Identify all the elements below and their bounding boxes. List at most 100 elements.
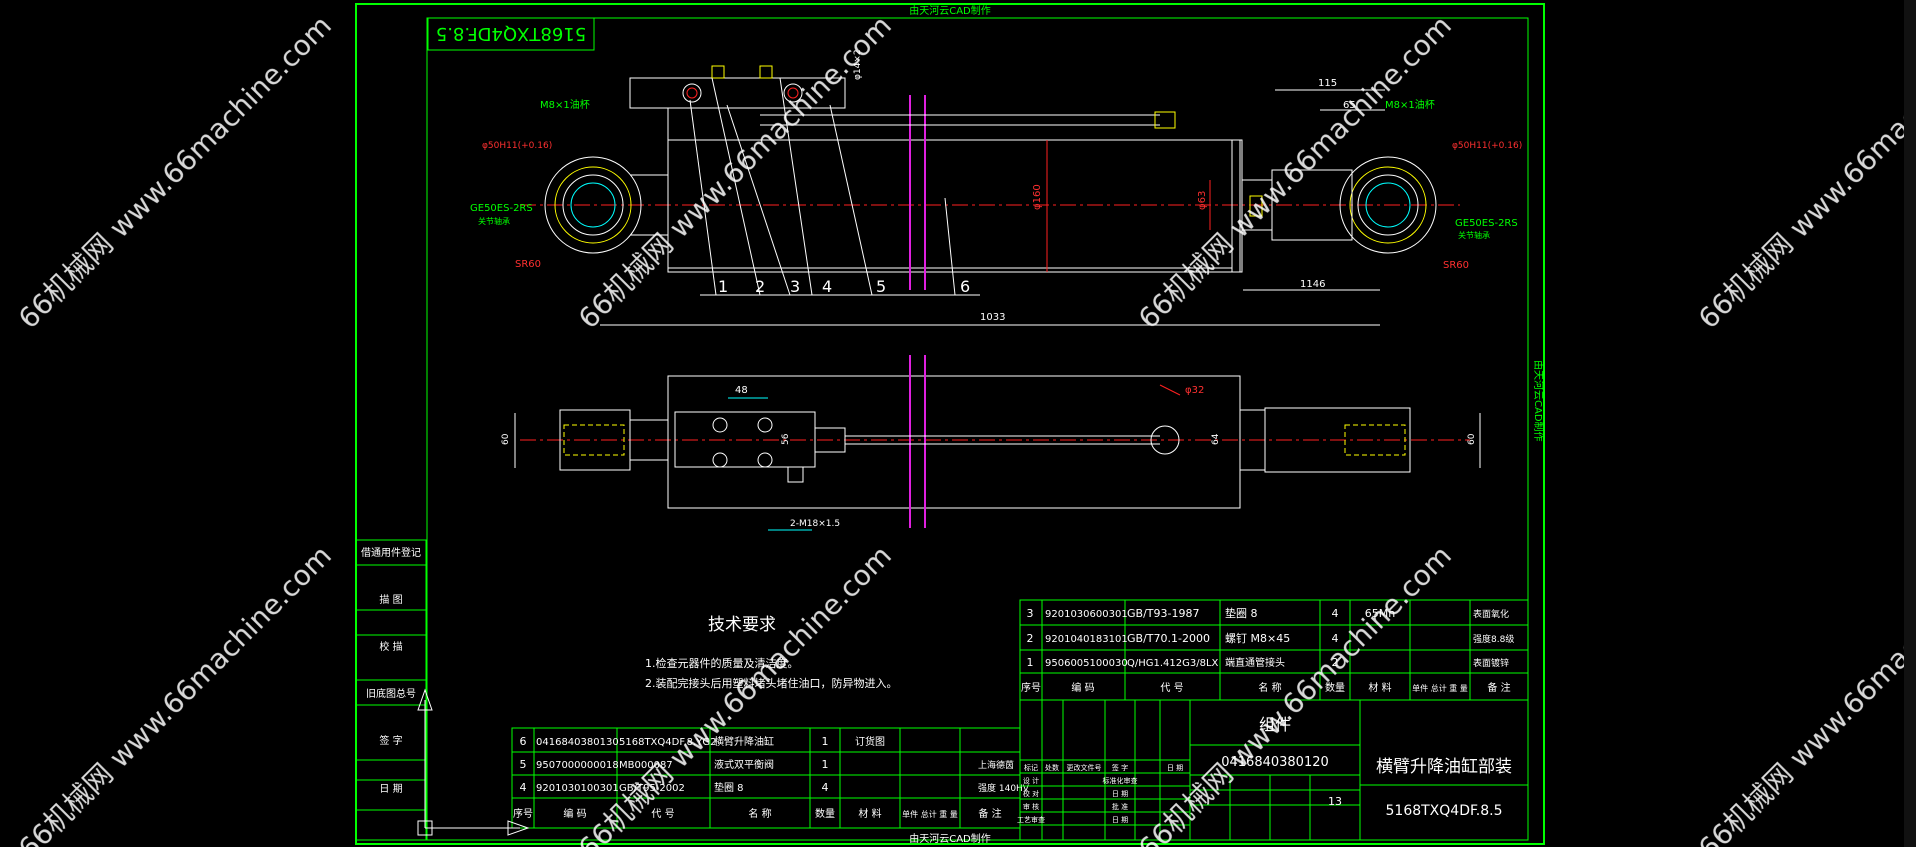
m8-right: M8×1油杯 <box>1385 98 1435 111</box>
bom-cell: Q/HG1.412G3/8LX <box>1127 658 1219 669</box>
dim-115: 115 <box>1318 78 1337 89</box>
sr60-left: SR60 <box>515 259 541 270</box>
bom-cell: 垫圈 8 <box>714 781 744 794</box>
top-label: 由天河云CAD制作 <box>909 4 991 17</box>
bottom-label: 由天河云CAD制作 <box>909 832 991 845</box>
bom-header: 材 料 <box>858 807 881 820</box>
tech-line-1: 1.检查元器件的质量及清洁度。 <box>645 656 799 670</box>
title-role2: 日 期 <box>1112 790 1128 798</box>
watermark-3: 66机械网 www.66machine.com <box>1132 9 1458 335</box>
title-drawing-no: 5168TXQ4DF.8.5 <box>1386 803 1503 819</box>
cylinder-plan <box>667 375 1241 509</box>
bom-cell: 液式双平衡阀 <box>714 758 774 771</box>
strip-3: 校 描 <box>379 640 402 653</box>
dim-48: 48 <box>735 385 748 396</box>
balloon-5: 5 <box>876 277 886 296</box>
dim-phi160: φ160 <box>1032 184 1043 210</box>
bom-cell: 9507000000018 <box>536 760 619 771</box>
dim-65: 65 <box>1343 100 1356 111</box>
cylinder-barrel <box>667 139 1241 273</box>
pipe-fitting <box>1154 111 1176 129</box>
bom-cell: 4 <box>1332 632 1339 645</box>
watermark-6: 66机械网 www.66machine.com <box>572 539 898 847</box>
m8-left: M8×1油杯 <box>540 98 590 111</box>
bom-header: 代 号 <box>651 808 674 820</box>
bom-cell: MB000087 <box>619 760 673 771</box>
bom-header: 材 料 <box>1368 681 1391 694</box>
bom-top-grid <box>1019 599 1529 701</box>
phi50-right: φ50H11(+0.16) <box>1452 141 1522 151</box>
top-view <box>520 65 1460 326</box>
balloon-3: 3 <box>790 277 800 296</box>
dim-phi14: φ14×2 <box>853 49 863 80</box>
strip-4: 旧底图总号 <box>366 687 416 700</box>
left-eye-bearing <box>554 166 632 244</box>
bom-header: 单件 总计 重 量 <box>902 809 958 819</box>
strip-1: 借通用件登记 <box>361 546 421 559</box>
rod-end-block <box>1271 169 1353 241</box>
bearing-right: GE50ES-2RS <box>1455 218 1518 229</box>
right-lug-plan <box>1264 407 1411 473</box>
bom-cell: 9201030100301 <box>536 783 619 794</box>
bom-header: 代 号 <box>1160 682 1183 694</box>
bom-cell: 9201030600301 <box>1045 609 1128 620</box>
bearing-left-sub: 关节轴承 <box>478 216 510 226</box>
bom-cell: 螺钉 M8×45 <box>1225 632 1290 645</box>
bom-cell: 5 <box>520 758 527 771</box>
bom-header: 名 称 <box>1258 681 1281 694</box>
dim-1146: 1146 <box>1300 279 1325 290</box>
bom-cell: 2 <box>1027 632 1034 645</box>
bom-top-rows: 3 9201030600301 GB/T93-1987 垫圈 8 4 65Mn … <box>1021 606 1514 694</box>
dim-phi63: φ63 <box>1197 191 1208 210</box>
bom-cell: 9201040183101 <box>1045 634 1128 645</box>
ucs-icon <box>417 688 530 836</box>
pipe-fitting-plan <box>1150 425 1180 455</box>
bom-cell: 0416840380130 <box>536 737 619 748</box>
watermark-5: 66机械网 www.66machine.com <box>12 539 338 847</box>
title-category: 组件 <box>1259 715 1291 734</box>
bom-cell: GB/T95-2002 <box>619 783 685 794</box>
right-eye-bearing <box>1349 166 1427 244</box>
balloon-1: 1 <box>718 277 728 296</box>
bom-cell: 4 <box>1332 607 1339 620</box>
strip-6: 日 期 <box>379 783 402 795</box>
bom-header: 编 码 <box>1071 681 1094 694</box>
bom-header: 序号 <box>513 807 533 820</box>
left-strip <box>355 539 427 841</box>
strip-5: 签 字 <box>379 734 402 747</box>
dim-phi32: φ32 <box>1185 385 1204 396</box>
bom-cell: 订货图 <box>855 735 885 748</box>
bom-header: 单件 总计 重 量 <box>1412 683 1468 693</box>
bom-cell: 9506005100030 <box>1045 658 1128 669</box>
bom-cell: 5168TXQ4DF.8.YG2 <box>619 737 716 748</box>
bom-cell: 6 <box>520 735 527 748</box>
title-role: 工艺审查 <box>1017 815 1045 824</box>
bom-header: 数量 <box>1325 681 1345 694</box>
bom-cell: 表面氧化 <box>1473 608 1509 620</box>
stamp-text: 5168TXQ4DF.8.5 <box>436 23 586 44</box>
bom-header: 名 称 <box>748 807 771 820</box>
bom-cell: 强度8.8级 <box>1473 633 1514 645</box>
bom-bottom-rows: 6 0416840380130 5168TXQ4DF.8.YG2 横臂升降油缸 … <box>513 735 1030 820</box>
title-role: 设 计 <box>1023 776 1039 785</box>
title-row-label: 更改文件号 <box>1067 763 1102 772</box>
title-row-label: 处数 <box>1045 763 1059 772</box>
balance-valve <box>629 77 846 109</box>
inner-border <box>426 17 1529 841</box>
bom-cell: 2 <box>1332 656 1339 669</box>
bom-header: 数量 <box>815 807 835 820</box>
title-name: 横臂升降油缸部装 <box>1376 756 1512 777</box>
balloon-4: 4 <box>822 277 832 296</box>
bom-cell: 4 <box>520 781 527 794</box>
bom-cell: 垫圈 8 <box>1225 606 1258 620</box>
bom-cell: 端直通管接头 <box>1225 656 1285 669</box>
title-role: 校 对 <box>1023 789 1039 798</box>
bom-header: 编 码 <box>563 807 586 820</box>
bom-cell: 65Mn <box>1365 607 1395 620</box>
dim-60-right: 60 <box>1467 433 1477 445</box>
tech-line-2: 2.装配完接头后用塑料堵头堵住油口，防异物进入。 <box>645 676 898 690</box>
title-role2: 标准化审查 <box>1103 776 1138 785</box>
dim-56: 56 <box>781 433 791 445</box>
vertical-scrollbar[interactable] <box>1904 0 1916 847</box>
